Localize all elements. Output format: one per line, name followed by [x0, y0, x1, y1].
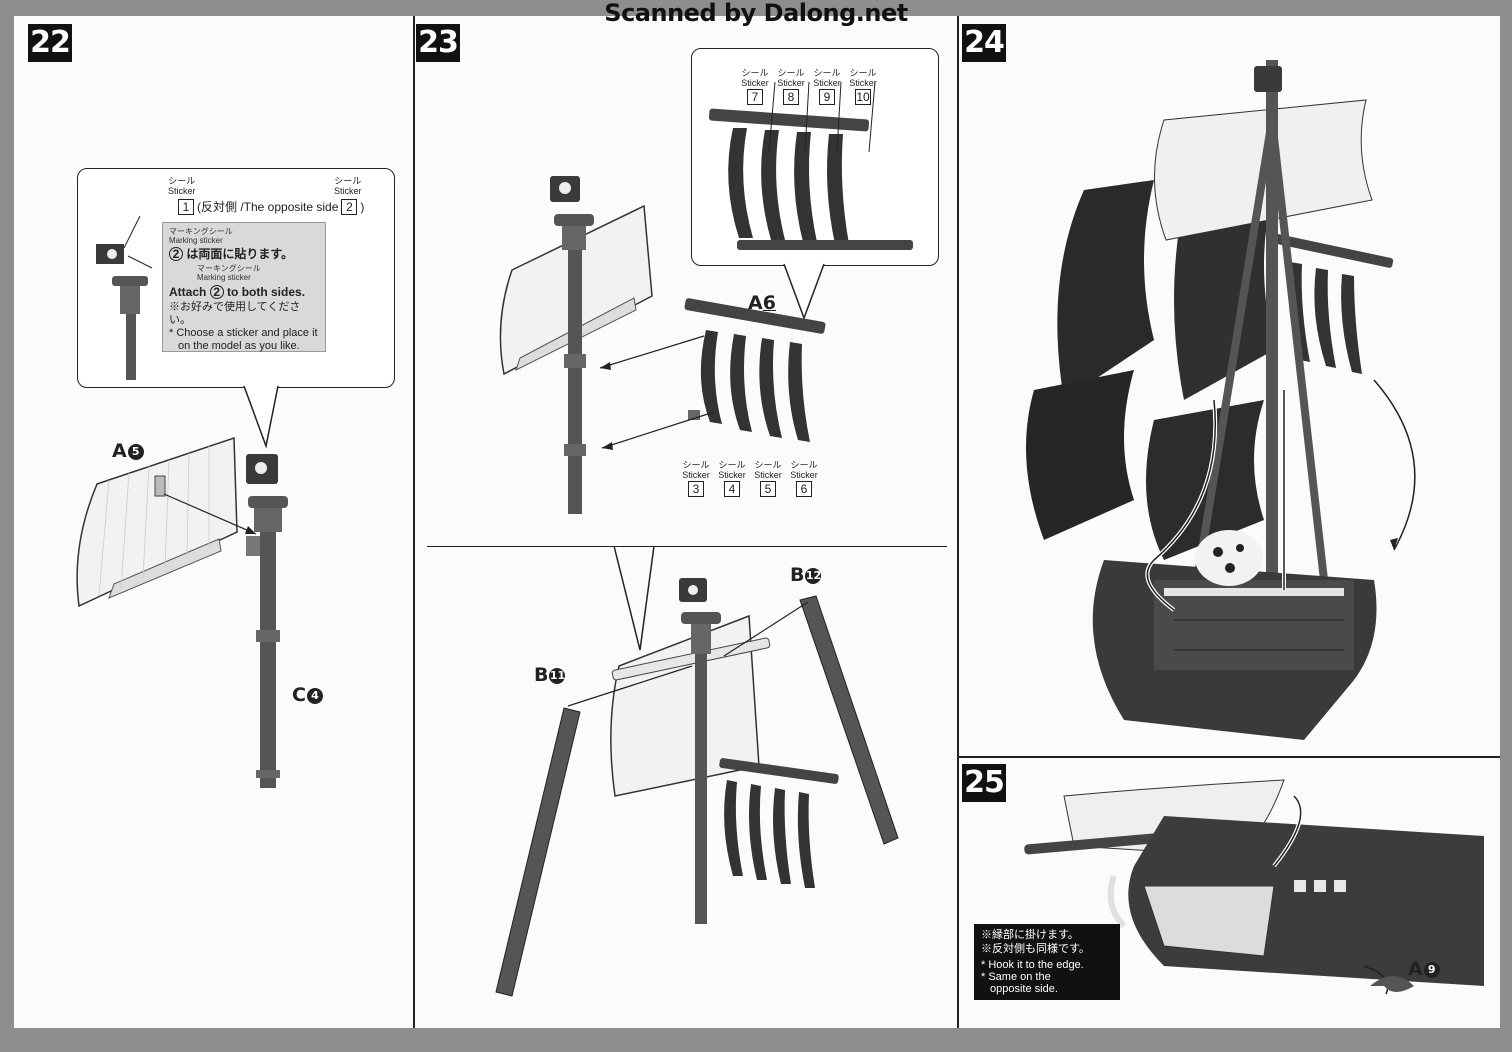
sail-a6-illustration — [684, 298, 826, 442]
step-number-25: 25 — [962, 764, 1006, 802]
sail-a5-illustration — [76, 436, 238, 608]
part-label-a6: A6 — [748, 292, 776, 314]
part-label-b11: B11 — [534, 664, 566, 686]
sticker-number-1: 1 — [178, 199, 194, 215]
part-label-b12: B12 — [790, 564, 822, 586]
step-number-22: 22 — [28, 24, 72, 62]
hook-note: ※縁部に掛けます。 ※反対側も同様です。 * Hook it to the ed… — [974, 924, 1120, 1000]
arrows-a6 — [599, 335, 715, 450]
ship-assembly-illustration — [1026, 60, 1416, 740]
callout-pointer — [243, 384, 279, 449]
paren-close: ) — [360, 199, 365, 214]
sticker-tag-2: シール Sticker — [334, 176, 362, 196]
sticker-number-2: 2 — [341, 199, 358, 215]
panel-divider — [957, 16, 959, 1028]
sub-divider — [427, 546, 947, 547]
step-number-23: 23 — [416, 24, 460, 62]
arrow-a5 — [163, 493, 257, 535]
yard-poles-illustration — [495, 595, 899, 997]
panel-divider — [959, 756, 1500, 758]
mast-top-detail — [96, 215, 153, 380]
instruction-sheet: 22 シール Sticker シール Sticker 1 (反対側 /The o… — [14, 16, 1500, 1028]
sticker-row: 1 (反対側 /The opposite side 2 ) — [178, 198, 364, 215]
step23-sub-pointer — [613, 545, 655, 651]
mast-with-sail-illustration — [499, 176, 653, 514]
ship-bow-illustration — [1024, 779, 1484, 995]
step-number-24: 24 — [962, 24, 1006, 62]
marking-note: マーキングシール Marking sticker 2 は両面に貼ります。 マーキ… — [162, 222, 326, 352]
scan-credit: Scanned by Dalong.net — [604, 0, 908, 27]
callout-pointer-23 — [783, 262, 825, 321]
striped-sail-detail — [708, 81, 913, 250]
panel-divider — [413, 16, 415, 1028]
mast-assembly-illustration — [610, 578, 839, 924]
mast-c4-illustration — [246, 454, 288, 788]
sticker-tag-1: シール Sticker — [168, 176, 196, 196]
opposite-side-label: (反対側 /The opposite side — [197, 200, 339, 214]
